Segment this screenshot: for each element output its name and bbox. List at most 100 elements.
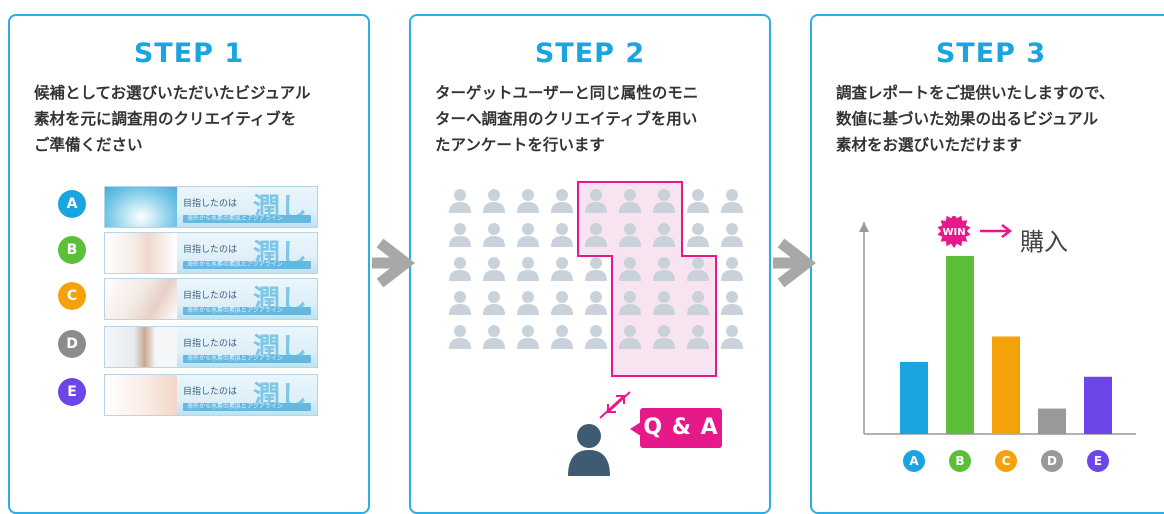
step-arrow-icon <box>773 238 817 288</box>
step2-description: ターゲットユーザーと同じ属性のモニ ターへ調査用のクリエイティブを用い たアンケ… <box>435 80 755 158</box>
step2-title: STEP 2 <box>534 38 646 69</box>
monitor-person-icon <box>551 325 573 349</box>
category-badge-a: A <box>903 450 925 472</box>
woman-face-image <box>105 233 177 273</box>
banner-subtext: 海外から水素の素肌とアクアライン <box>183 261 311 269</box>
monitor-person-icon <box>687 291 709 315</box>
step1-description: 候補としてお選びいただいたビジュアル 素材を元に調査用のクリエイティブを ご準備… <box>34 80 354 158</box>
banner-text: 目指したのは <box>183 339 238 349</box>
hands-lotion-image <box>105 279 177 319</box>
bar-e <box>1084 376 1112 434</box>
option-badge: B <box>58 236 86 264</box>
creative-banner: 目指したのは潤し海外から水素の素肌とアクアライン <box>104 374 318 416</box>
monitor-person-icon <box>653 325 675 349</box>
win-star-icon <box>937 216 971 248</box>
step3-description: 調査レポートをご提供いたしますので、 数値に基づいた効果の出るビジュアル 素材を… <box>836 80 1156 158</box>
creative-banner: 目指したのは潤し海外から水素の素肌とアクアライン <box>104 278 318 320</box>
qa-label: Q & A <box>640 408 722 448</box>
option-badge: C <box>58 282 86 310</box>
monitor-grid <box>449 181 743 377</box>
option-row: C 目指したのは潤し海外から水素の素肌とアクアライン <box>58 278 318 320</box>
woman-illustration-image <box>105 375 177 415</box>
monitor-person-icon <box>585 291 607 315</box>
monitor-person-icon <box>585 189 607 213</box>
monitor-person-icon <box>721 223 743 247</box>
monitor-person-icon <box>517 325 539 349</box>
exchange-arrows-icon <box>599 391 631 419</box>
monitor-person-icon <box>653 291 675 315</box>
monitor-person-icon <box>449 291 471 315</box>
result-bar-chart <box>859 222 1136 435</box>
monitor-person-icon <box>449 325 471 349</box>
monitor-person-icon <box>585 325 607 349</box>
monitor-person-icon <box>619 223 641 247</box>
step2-line: たアンケートを行います <box>435 136 605 154</box>
banner-subtext: 海外から水素の素肌とアクアライン <box>183 403 311 411</box>
monitor-person-icon <box>721 189 743 213</box>
monitor-person-icon <box>517 189 539 213</box>
step3-line: 調査レポートをご提供いたしますので、 <box>836 84 1115 102</box>
monitor-person-icon <box>687 189 709 213</box>
bar-c <box>992 336 1020 434</box>
monitor-person-icon <box>687 257 709 281</box>
banner-text: 目指したのは <box>183 291 238 301</box>
monitor-person-icon <box>653 223 675 247</box>
monitor-person-icon <box>551 257 573 281</box>
banner-subtext: 海外から水素の素肌とアクアライン <box>183 307 311 315</box>
monitor-person-icon <box>517 291 539 315</box>
win-label: WIN <box>942 227 965 238</box>
monitor-person-icon <box>585 257 607 281</box>
monitor-person-icon <box>449 189 471 213</box>
creative-banner: 目指したのは潤し海外から水素の素肌とアクアライン <box>104 326 318 368</box>
monitor-person-icon <box>483 189 505 213</box>
monitor-person-icon <box>619 291 641 315</box>
woman-white-coat-image <box>105 327 177 367</box>
water-drop-image <box>105 187 177 227</box>
monitor-person-icon <box>449 223 471 247</box>
banner-subtext: 海外から水素の素肌とアクアライン <box>183 215 311 223</box>
selected-monitors-outline <box>577 181 717 377</box>
monitor-person-icon <box>517 223 539 247</box>
monitor-person-icon <box>551 291 573 315</box>
step1-line: 素材を元に調査用のクリエイティブを <box>34 110 297 128</box>
monitor-person-icon <box>721 257 743 281</box>
monitor-person-icon <box>619 189 641 213</box>
category-badge-c: C <box>995 450 1017 472</box>
step2-line: ターゲットユーザーと同じ属性のモニ <box>435 84 699 102</box>
monitor-person-icon <box>483 291 505 315</box>
monitor-person-icon <box>449 257 471 281</box>
monitor-person-icon <box>721 291 743 315</box>
monitor-person-icon <box>687 223 709 247</box>
bar-d <box>1038 408 1066 434</box>
banner-text: 目指したのは <box>183 387 238 397</box>
monitor-person-icon <box>551 189 573 213</box>
monitor-person-icon <box>483 223 505 247</box>
banner-subtext: 海外から水素の素肌とアクアライン <box>183 355 311 363</box>
monitor-person-icon <box>619 257 641 281</box>
category-badge-d: D <box>1041 450 1063 472</box>
monitor-person-icon <box>653 189 675 213</box>
monitor-person-icon <box>687 325 709 349</box>
monitor-person-icon <box>551 223 573 247</box>
win-badge: WIN <box>937 216 1013 248</box>
y-axis-arrow-icon <box>859 222 869 232</box>
bar-b <box>946 255 974 434</box>
category-badge-b: B <box>949 450 971 472</box>
banner-text: 目指したのは <box>183 199 238 209</box>
step1-title: STEP 1 <box>133 38 245 69</box>
category-badge-e: E <box>1087 450 1109 472</box>
bar-a <box>900 361 928 434</box>
creative-banner: 目指したのは潤し海外から水素の素肌とアクアライン <box>104 186 318 228</box>
option-badge: A <box>58 190 86 218</box>
monitor-person-icon <box>619 325 641 349</box>
option-row: A 目指したのは潤し海外から水素の素肌とアクアライン <box>58 186 318 228</box>
purchase-label: 購入 <box>1020 228 1068 256</box>
monitor-person-icon <box>483 257 505 281</box>
step3-line: 数値に基づいた効果の出るビジュアル <box>836 110 1098 128</box>
monitor-person-icon <box>585 223 607 247</box>
monitor-person-icon <box>483 325 505 349</box>
step-arrow-icon <box>372 238 416 288</box>
step1-line: ご準備ください <box>34 136 143 154</box>
